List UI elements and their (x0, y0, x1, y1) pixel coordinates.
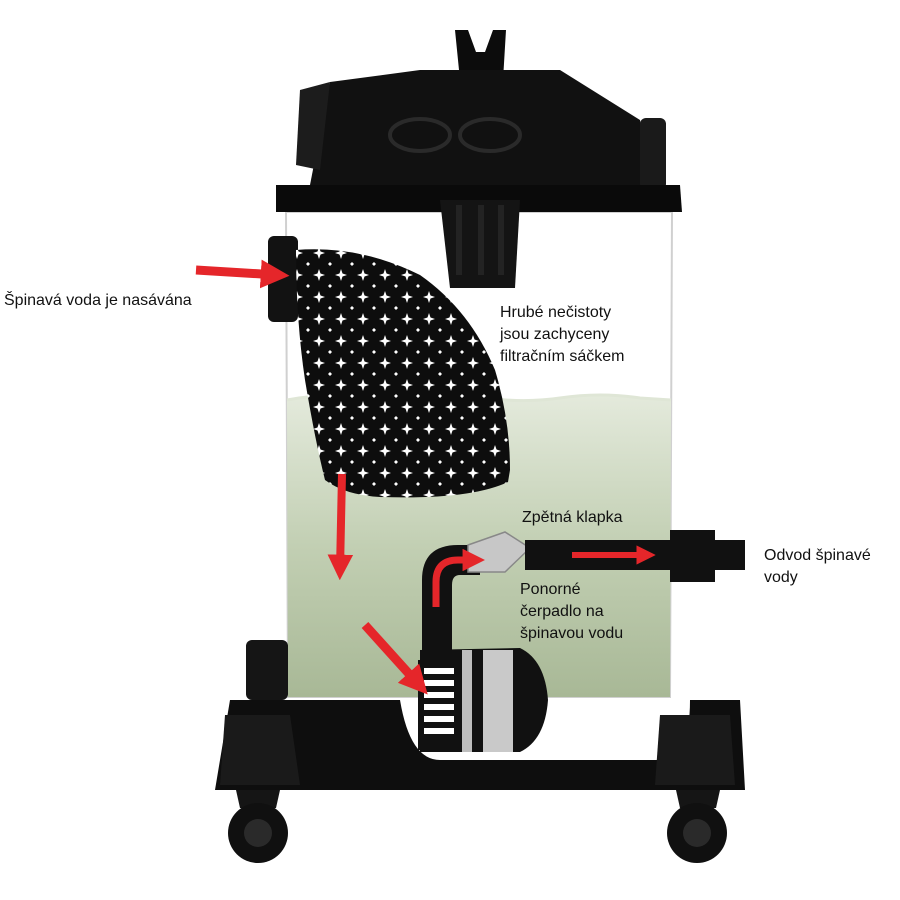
arrow-riser (432, 548, 485, 607)
label-coarse-debris: Hrubé nečistoty jsou zachyceny filtrační… (500, 304, 625, 365)
submersible-pump (418, 648, 548, 752)
label-submersible-pump: Ponorné čerpadlo na špinavou vodu (520, 581, 624, 642)
arrow-intake (195, 259, 290, 289)
base (215, 640, 745, 863)
motor-head (276, 30, 682, 288)
arrow-pump-intake (361, 621, 428, 695)
label-dirty-water-outlet: Odvod špinavé vody (764, 547, 871, 586)
label-dirty-water-intake: Špinavá voda je nasávána (4, 292, 192, 309)
flow-arrows (195, 259, 656, 695)
outlet-connector (670, 530, 745, 582)
label-check-valve: Zpětná klapka (522, 509, 623, 526)
arrow-filter-down (327, 473, 354, 581)
discharge-pipe (422, 530, 745, 662)
pump-intake-grille (424, 668, 454, 674)
filter-bag (296, 249, 510, 498)
